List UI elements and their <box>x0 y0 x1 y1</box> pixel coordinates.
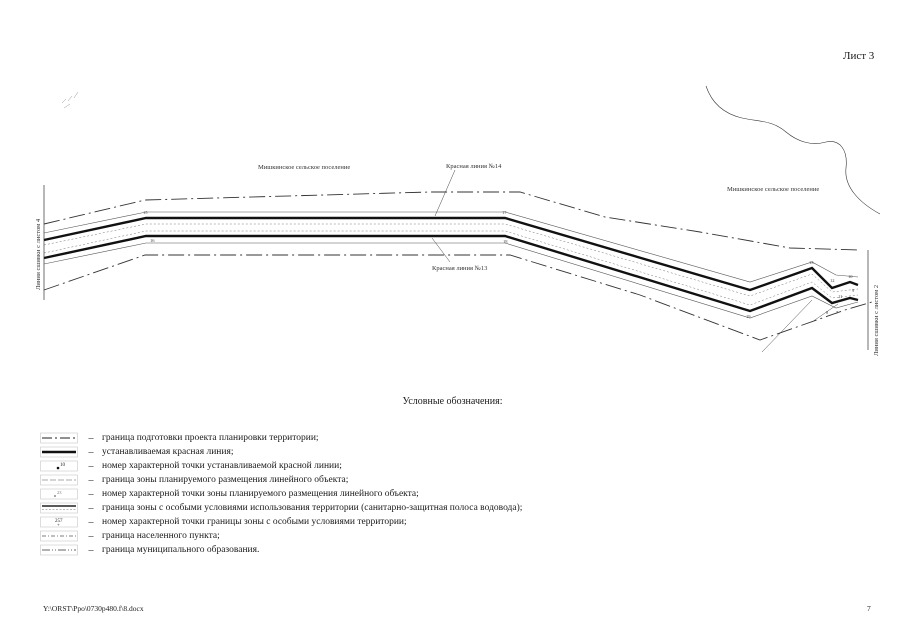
legend-text: номер характерной точки зоны планируемог… <box>102 489 419 499</box>
legend-item: – граница подготовки проекта планировки … <box>40 432 319 444</box>
legend-dash: – <box>88 544 94 556</box>
settlement-boundary-symbol <box>40 530 78 542</box>
planning-boundary-lower <box>43 254 873 341</box>
legend-text: устанавливаемая красная линия; <box>102 447 234 457</box>
planning-boundary-symbol <box>40 432 78 444</box>
legend-item: – устанавливаемая красная линия; <box>40 446 233 458</box>
municipal-boundary-line <box>705 85 881 215</box>
legend-point-sample: 10 <box>60 463 66 468</box>
red-line-14-label: Красная линия №14 <box>446 163 502 170</box>
point-label: 9 <box>852 288 855 293</box>
legend-text: номер характерной точки устанавливаемой … <box>102 461 342 471</box>
legend-dash: – <box>88 446 94 458</box>
match-label-left: Линия сшивки с листом 4 <box>35 218 42 290</box>
match-label-right: Линия сшивки с листом 2 <box>873 285 880 356</box>
point-label: 15 <box>143 210 148 215</box>
legend-item: 10 – номер характерной точки устанавлива… <box>40 460 342 472</box>
legend-item: – граница муниципального образования. <box>40 544 259 556</box>
legend-dash: – <box>88 460 94 472</box>
legend-text: граница населенного пункта; <box>102 531 220 541</box>
point-label: 13 <box>809 260 814 265</box>
point-label: 16 <box>150 238 155 243</box>
point-label: 17 <box>502 210 507 215</box>
page-number: 7 <box>867 604 871 613</box>
legend-title: Условные обозначения: <box>402 396 503 407</box>
settlement-label-right: Мишкинское сельское поселение <box>727 186 819 193</box>
legend-item: – граница зоны с особыми условиями испол… <box>40 502 522 514</box>
legend-text: номер характерной точки границы зоны с о… <box>102 517 407 527</box>
map-drawing: Линия сшивки с листом 4 Линия сшивки с л… <box>35 85 881 356</box>
legend-text: граница муниципального образования. <box>102 545 260 555</box>
point-label: 11 <box>838 294 842 299</box>
leader-red-line-13 <box>431 237 451 263</box>
planning-boundary-upper <box>43 191 861 251</box>
red-line-14 <box>43 216 859 292</box>
leader-lower-right-2 <box>811 303 839 323</box>
legend-item: – граница населенного пункта; <box>40 530 220 542</box>
point-label: 8 <box>826 310 829 315</box>
legend-dash: – <box>88 432 94 444</box>
special-zone-point-symbol: 257 + <box>40 516 78 528</box>
point-label: 18 <box>503 239 508 244</box>
settlement-label-left: Мишкинское сельское поселение <box>258 164 350 171</box>
legend-dash: – <box>88 502 94 514</box>
point-label: 19 <box>746 314 751 319</box>
legend-dash: – <box>88 530 94 542</box>
legend-point-sample: 257 <box>55 519 63 524</box>
terrain-marks <box>61 91 79 109</box>
legend-item: – граница зоны планируемого размещения л… <box>40 474 348 486</box>
red-line-symbol <box>40 446 78 458</box>
legend-text: граница зоны планируемого размещения лин… <box>102 475 349 485</box>
point-label: 7 <box>836 310 839 315</box>
svg-text:+: + <box>57 524 60 529</box>
object-zone-symbol <box>40 474 78 486</box>
legend-point-sample: 23 <box>57 490 62 495</box>
red-line-13 <box>43 234 859 313</box>
special-zone-symbol <box>40 502 78 514</box>
object-zone-lower <box>43 230 859 306</box>
object-zone-upper <box>43 223 859 297</box>
legend-item: 257 + – номер характерной точки границы … <box>40 516 407 528</box>
point-label: 12 <box>830 278 835 283</box>
red-line-13-label: Красная линия №13 <box>432 265 487 272</box>
leader-lower-right-1 <box>761 299 813 353</box>
special-zone-upper <box>43 211 859 283</box>
special-zone-lower <box>43 242 859 319</box>
legend-dash: – <box>88 488 94 500</box>
legend-text: граница зоны с особыми условиями использ… <box>102 503 523 513</box>
leader-red-line-14 <box>434 169 456 217</box>
object-zone-point-symbol: 23 <box>40 488 78 500</box>
legend-text: граница подготовки проекта планировки те… <box>102 433 319 443</box>
red-line-point-symbol: 10 <box>40 460 78 472</box>
legend-item: 23 – номер характерной точки зоны планир… <box>40 488 419 500</box>
legend-dash: – <box>88 516 94 528</box>
point-label: 10 <box>848 274 853 279</box>
legend-dash: – <box>88 474 94 486</box>
sheet-label: Лист 3 <box>843 50 875 62</box>
municipal-boundary-symbol <box>40 544 78 556</box>
file-path: Y:\ORST\Ppo\0730p480.f\8.docx <box>43 604 144 613</box>
